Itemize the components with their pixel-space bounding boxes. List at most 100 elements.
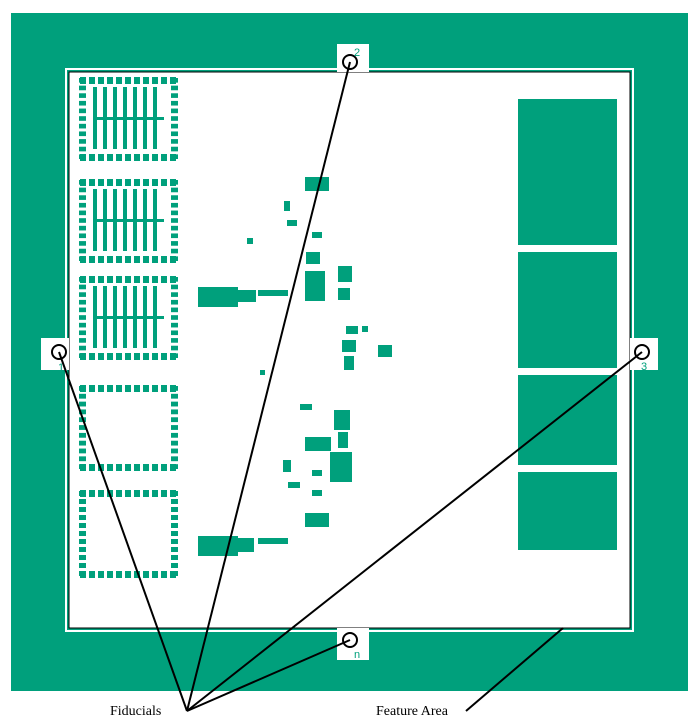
ic-pad (79, 100, 86, 106)
ic-pad (79, 187, 86, 193)
ic-pad (152, 179, 158, 186)
ic-pad (98, 571, 104, 578)
ic-pad (171, 218, 178, 223)
ic-pad (170, 385, 176, 392)
ic-pad (116, 276, 122, 283)
ic-pad (171, 322, 178, 328)
ic-pad (171, 464, 178, 469)
ic-pad (79, 330, 86, 336)
ic-pad (161, 256, 167, 263)
ic-pad (116, 353, 122, 360)
ic-pad (125, 385, 131, 392)
ic-pad (171, 93, 178, 98)
ic-pad (171, 456, 178, 462)
ic-pad (107, 571, 113, 578)
ic-pad (79, 345, 86, 351)
ic-pad (107, 77, 113, 84)
ic-pad (98, 276, 104, 283)
ic-pad (134, 490, 140, 497)
ic-pad (79, 116, 86, 121)
ic-pad (93, 219, 164, 222)
ic-pad (171, 315, 178, 320)
ic-pad (79, 515, 86, 520)
ic-pad (171, 202, 178, 208)
ic-pad (171, 116, 178, 121)
ic-pad (98, 77, 104, 84)
ic-pad (171, 225, 178, 231)
fiducial-bottom (342, 632, 358, 648)
ic-pad (143, 77, 149, 84)
ic-pad (161, 385, 167, 392)
ic-pad (171, 131, 178, 137)
ic-pad (79, 210, 86, 216)
ic-pad (79, 523, 86, 528)
ic-pad (89, 385, 95, 392)
ic-pad (134, 179, 140, 186)
ic-pad (161, 276, 167, 283)
ic-pad (143, 571, 149, 578)
ic-pad (79, 241, 86, 246)
ic-pad (79, 425, 86, 430)
ic-pad (79, 555, 86, 560)
ic-pad (79, 292, 86, 297)
ic-pad (170, 276, 176, 283)
ic-pad (79, 499, 86, 504)
ic-pad (79, 218, 86, 223)
ic-pad (134, 77, 140, 84)
ic-pad (171, 401, 178, 407)
ic-pad (98, 385, 104, 392)
ic-pad (171, 108, 178, 114)
ic-pad (171, 195, 178, 200)
ic-pad (171, 284, 178, 290)
ic-pad (171, 547, 178, 552)
ic-pad (93, 316, 164, 319)
ic-pad (143, 353, 149, 360)
ic-pad (125, 464, 131, 471)
ic-pad (152, 256, 158, 263)
ic-pad (143, 154, 149, 161)
ic-pad (171, 123, 178, 129)
ic-pad (170, 490, 176, 497)
ic-pad (171, 139, 178, 144)
ic-pad (89, 77, 95, 84)
ic-pad (79, 448, 86, 454)
ic-pad (171, 241, 178, 246)
ic-pad (79, 432, 86, 438)
ic-pad (79, 108, 86, 114)
ic-pad (171, 233, 178, 239)
ic-pad (79, 531, 86, 536)
ic-pad (79, 507, 86, 512)
ic-pad (79, 547, 86, 552)
fiducial-left (51, 344, 67, 360)
ic-pad (152, 276, 158, 283)
ic-pad (116, 490, 122, 497)
ic-pad (79, 386, 86, 391)
ic-pad (79, 409, 86, 415)
ic-pad (171, 85, 178, 91)
ic-pad (143, 464, 149, 471)
ic-pad (79, 146, 86, 152)
fiducial-right (634, 344, 650, 360)
ic-pad (171, 499, 178, 504)
ic-pad (89, 571, 95, 578)
ic-pad (89, 179, 95, 186)
ic-pad (125, 77, 131, 84)
ic-pad (171, 571, 178, 576)
ic-pad (79, 85, 86, 91)
ic-pad (171, 210, 178, 216)
ic-pad (170, 77, 176, 84)
ic-pad (171, 563, 178, 568)
ic-pad (116, 571, 122, 578)
ic-pad (89, 256, 95, 263)
ic-pad (143, 276, 149, 283)
ic-pad (125, 276, 131, 283)
ic-pad (79, 139, 86, 144)
fiducial-top (342, 54, 358, 70)
ic-pad (134, 276, 140, 283)
ic-pad (161, 490, 167, 497)
ic-pad (79, 440, 86, 446)
ic-pad (143, 490, 149, 497)
ic-pad (134, 154, 140, 161)
ic-pad (171, 307, 178, 313)
ic-pad (171, 393, 178, 399)
